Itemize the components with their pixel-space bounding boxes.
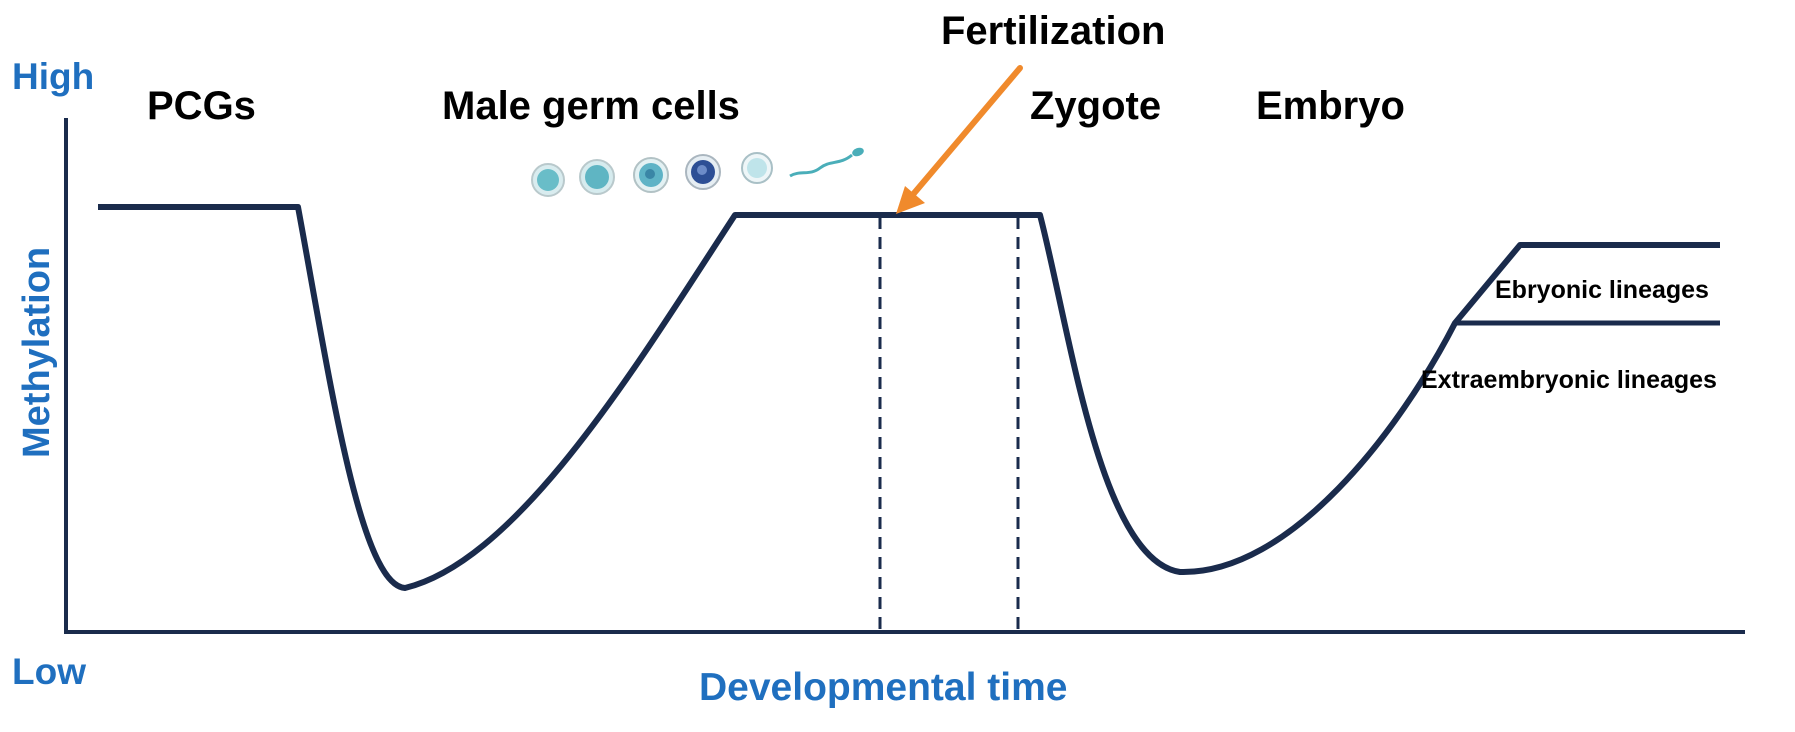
- lineage-label-extraembryonic: Extraembryonic lineages: [1421, 366, 1717, 394]
- x-axis-title: Developmental time: [699, 666, 1068, 709]
- stage-label-male-germ-cells: Male germ cells: [442, 84, 740, 128]
- y-axis-title: Methylation: [16, 246, 58, 458]
- methylation-curve: [98, 204, 1720, 591]
- y-axis-high-label: High: [12, 56, 95, 97]
- sperm-icon: [789, 147, 864, 178]
- germ-cell-icon: [633, 157, 669, 193]
- stage-label-pcgs: PCGs: [147, 84, 256, 128]
- male-germ-cells-icons: [531, 147, 864, 197]
- axes: [64, 118, 1745, 634]
- germ-cell-icon: [741, 152, 773, 184]
- germ-cell-icon: [685, 154, 721, 190]
- stage-label-fertilization: Fertilization: [941, 9, 1166, 53]
- germ-cell-icon: [579, 159, 615, 195]
- stage-label-zygote: Zygote: [1030, 84, 1162, 128]
- lineage-label-embryonic: Ebryonic lineages: [1495, 276, 1709, 304]
- stage-label-embryo: Embryo: [1256, 84, 1405, 128]
- germ-cell-icon: [531, 163, 565, 197]
- y-axis-low-label: Low: [12, 651, 86, 692]
- fertilization-arrow-icon: [896, 65, 1023, 214]
